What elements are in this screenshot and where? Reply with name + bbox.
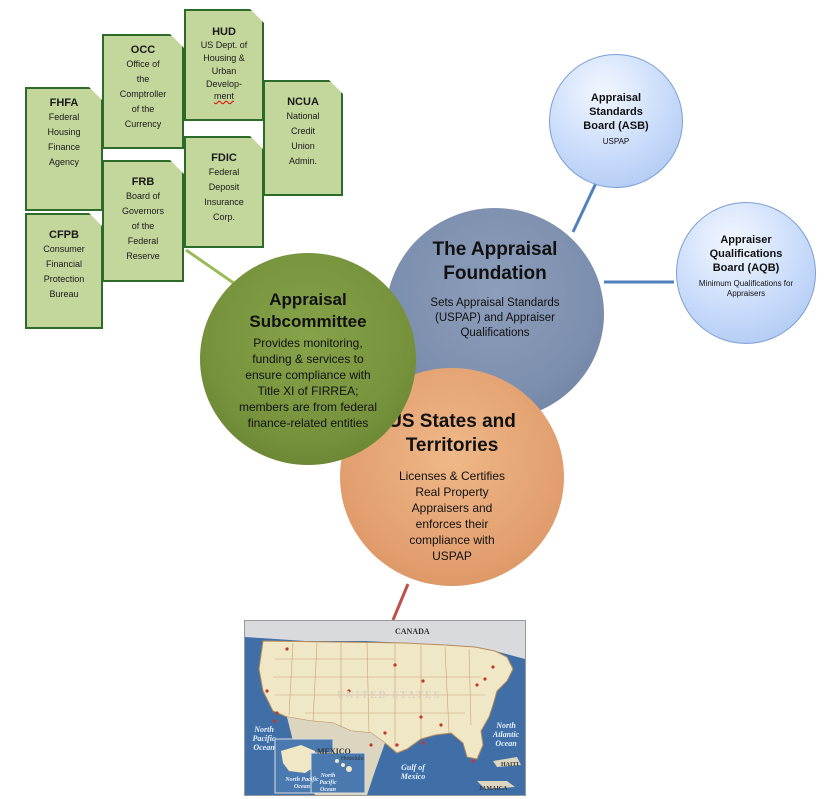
agency-name-line: Financial	[45, 259, 83, 269]
aqb-title: Appraiser Qualifications Board (AQB)	[709, 234, 783, 274]
appraisal-subcommittee-bubble: Appraisal Subcommittee Provides monitori…	[200, 253, 416, 465]
asb-title: Appraisal Standards Board (ASB)	[583, 92, 649, 132]
agency-name-line: of the	[131, 221, 155, 231]
agency-name-line: Reserve	[126, 251, 160, 261]
agency-abbr: CFPB	[49, 229, 79, 241]
agency-name-line: Union	[291, 141, 315, 151]
agency-card-fhfa: FHFA Federal Housing Finance Agency	[25, 87, 103, 211]
agency-name-line: the	[136, 74, 150, 84]
agency-name-line: Office of	[126, 59, 160, 69]
agency-name-line: National	[286, 111, 320, 121]
asb-desc: USPAP	[602, 137, 630, 146]
agency-abbr: NCUA	[287, 96, 319, 108]
agency-card-occ: OCC Office of the Comptroller of the Cur…	[102, 34, 184, 149]
agency-name-line: US Dept. of	[200, 40, 248, 50]
agency-name-line: Corp.	[212, 212, 235, 222]
agency-name-line: Admin.	[288, 156, 317, 166]
states-title: US States and Territories	[388, 411, 516, 456]
agency-name-line: Housing	[47, 127, 81, 137]
agency-name-line: Federal	[48, 112, 80, 122]
agency-name-line: Housing &	[203, 53, 245, 63]
connector-map	[391, 583, 410, 621]
us-map: CANADA UNITED STATES MEXICO North Pacifi…	[244, 620, 526, 796]
map-label-jamaica: JAMAICA	[479, 786, 508, 792]
appraisal-foundation-bubble: The Appraisal Foundation Sets Appraisal …	[386, 208, 604, 420]
map-label-canada: CANADA	[395, 627, 430, 636]
map-label-inset-pacific-hawaii: North Pacific Ocean	[319, 773, 337, 793]
foundation-title: The Appraisal Foundation	[432, 239, 558, 284]
agency-name-line: ment	[213, 91, 234, 101]
foundation-desc: Sets Appraisal Standards (USPAP) and App…	[430, 297, 560, 339]
agency-name-line: Federal	[208, 167, 240, 177]
agency-name-line: Finance	[47, 142, 81, 152]
map-label-inset-pacific: North Pacific Ocean	[285, 777, 319, 790]
agency-name-line: Agency	[48, 157, 80, 167]
agency-name-line: Insurance	[204, 197, 244, 207]
connector-asb	[571, 182, 598, 233]
aqb-desc: Minimum Qualifications for Appraisers	[698, 279, 794, 298]
agency-name-line: Consumer	[43, 244, 85, 254]
agency-card-cfpb: CFPB Consumer Financial Protection Burea…	[25, 213, 103, 329]
map-label-gulf: Gulf of Mexico	[400, 763, 426, 781]
states-desc: Licenses & Certifies Real Property Appra…	[398, 469, 506, 563]
agency-name-line: Board of	[125, 191, 161, 201]
agency-abbr: OCC	[130, 44, 156, 56]
agency-abbr: FHFA	[49, 97, 79, 109]
agency-card-frb: FRB Board of Governors of the Federal Re…	[102, 160, 184, 282]
aqb-bubble: Appraiser Qualifications Board (AQB) Min…	[676, 202, 816, 344]
agency-name-line: Comptroller	[119, 89, 167, 99]
agency-card-hud: HUD US Dept. of Housing & Urban Develop-…	[184, 9, 264, 121]
connector-agencies	[185, 248, 239, 288]
map-label-united-states: UNITED STATES	[337, 690, 442, 701]
agency-name-line: Urban	[211, 66, 237, 76]
map-label-north-pacific: North Pacific Ocean	[252, 725, 276, 752]
map-label-honolulu: Honolulu	[341, 756, 364, 762]
agency-name-line: Bureau	[49, 289, 79, 299]
agency-name-line: Currency	[124, 119, 162, 129]
us-map-graphic	[245, 621, 525, 795]
agency-name-line: Governors	[121, 206, 165, 216]
map-label-haiti: HAITI	[501, 762, 519, 768]
asb-bubble: Appraisal Standards Board (ASB) USPAP	[549, 54, 683, 188]
agency-card-fdic: FDIC Federal Deposit Insurance Corp.	[184, 136, 264, 248]
agency-abbr: HUD	[212, 26, 236, 38]
agency-abbr: FDIC	[211, 152, 237, 164]
agency-name-line: Develop-	[205, 79, 243, 89]
agency-name-line: Credit	[290, 126, 315, 136]
subcommittee-desc: Provides monitoring, funding & services …	[238, 336, 378, 430]
agency-card-ncua: NCUA National Credit Union Admin.	[263, 80, 343, 196]
subcommittee-title: Appraisal Subcommittee	[249, 290, 367, 331]
map-label-mexico: MEXICO	[317, 747, 351, 756]
agency-name-line: Deposit	[208, 182, 240, 192]
agency-name-line: Protection	[43, 274, 85, 284]
agency-abbr: FRB	[131, 176, 155, 188]
map-label-north-atlantic: North Atlantic Ocean	[492, 721, 520, 748]
agency-name-line: Federal	[127, 236, 159, 246]
agency-name-line: of the	[131, 104, 155, 114]
